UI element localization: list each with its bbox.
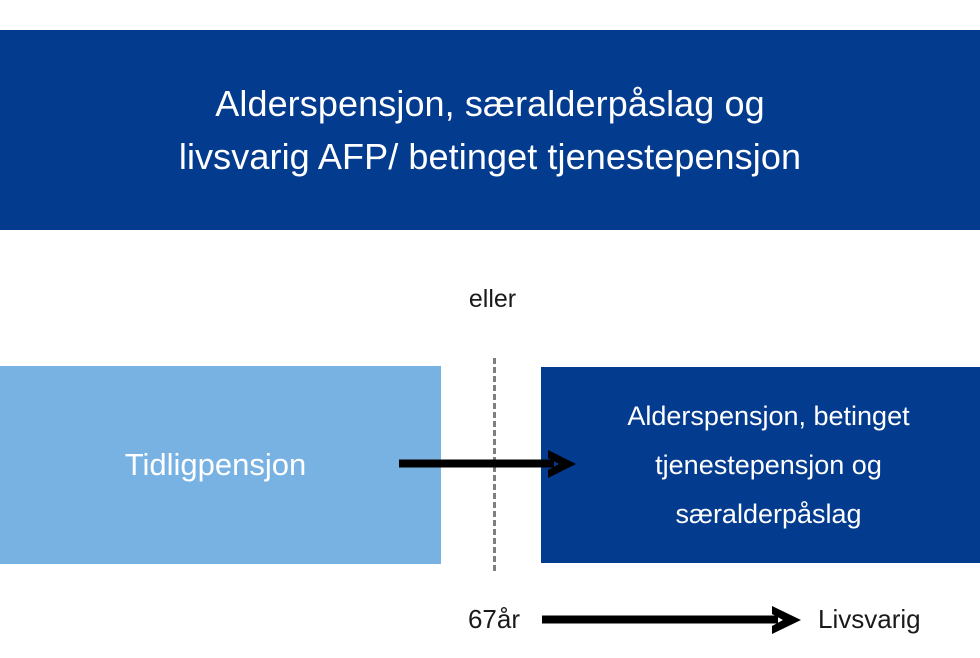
old-age-pension-line-2: tjenestepensjon og xyxy=(655,449,882,480)
old-age-pension-box: Alderspensjon, betinget tjenestepensjon … xyxy=(541,367,980,563)
early-pension-label: Tidligpensjon xyxy=(124,447,307,482)
slide-header-band: Alderspensjon, særalderpåslag og livsvar… xyxy=(0,30,980,230)
old-age-pension-line-3: særalderpåslag xyxy=(675,498,862,529)
or-label: eller xyxy=(468,285,517,313)
timeline-end-label: Livsvarig xyxy=(818,604,921,634)
timeline-arrow-right-icon xyxy=(542,603,804,637)
old-age-pension-line-1: Alderspensjon, betinget xyxy=(627,400,910,431)
header-title-line-2: livsvarig AFP/ betinget tjenestepensjon xyxy=(178,136,802,177)
timeline-start-label: 67år xyxy=(467,604,521,634)
transition-arrow-right-icon xyxy=(399,447,579,481)
header-title-line-1: Alderspensjon, særalderpåslag og xyxy=(215,83,765,124)
early-pension-box: Tidligpensjon xyxy=(0,366,441,564)
